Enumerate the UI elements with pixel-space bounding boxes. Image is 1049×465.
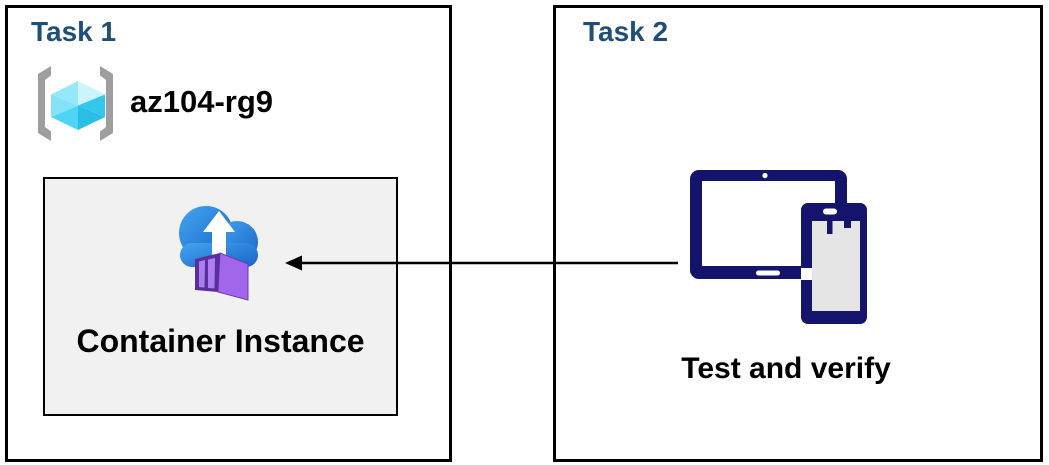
test-verify-label: Test and verify <box>681 352 891 385</box>
arrowhead <box>285 255 302 271</box>
task2-box: Task 2 Test and veri <box>553 5 1043 462</box>
container-instance-box: Container Instance <box>43 177 398 416</box>
task2-title: Task 2 <box>583 16 669 47</box>
tablet-home-slot <box>756 270 780 276</box>
devices-icon <box>685 166 875 331</box>
phone-speaker-slot <box>823 208 837 215</box>
resource-group-icon <box>33 63 118 143</box>
upload-arrow <box>203 211 235 260</box>
task1-title: Task 1 <box>31 16 117 47</box>
connector-arrow <box>285 255 678 271</box>
tablet-camera-dot <box>762 172 768 179</box>
task1-box: Task 1 az104-rg9 <box>5 5 452 462</box>
container-instance-icon <box>168 198 273 310</box>
container-instance-label: Container Instance <box>76 323 365 359</box>
phone-icon <box>801 203 867 324</box>
resource-group-name: az104-rg9 <box>130 84 274 119</box>
